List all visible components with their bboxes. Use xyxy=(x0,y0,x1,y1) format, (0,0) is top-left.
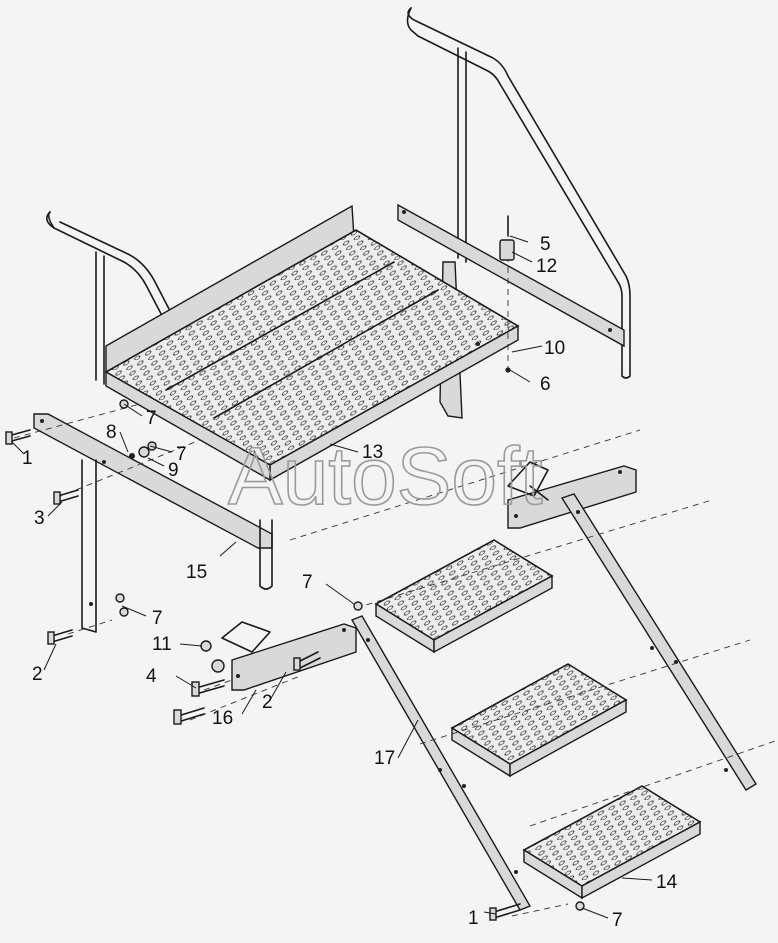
left-handrail xyxy=(46,211,241,447)
bracket-16 xyxy=(221,621,357,691)
step-top xyxy=(374,539,554,654)
callout-4: 4 xyxy=(146,666,157,687)
callout-17: 17 xyxy=(374,748,395,769)
step-14 xyxy=(522,785,702,900)
platform-13 xyxy=(104,204,520,482)
callout-5: 5 xyxy=(540,234,551,255)
assembly-lines xyxy=(13,256,778,917)
callout-6: 6 xyxy=(540,374,551,395)
callout-9: 9 xyxy=(168,460,179,481)
callout-13: 13 xyxy=(362,442,383,463)
callout-1: 1 xyxy=(22,448,33,469)
step-middle xyxy=(450,663,628,778)
callout-8: 8 xyxy=(106,422,117,443)
callout-3: 3 xyxy=(34,508,45,529)
callout-12: 12 xyxy=(536,256,557,277)
callout-10: 10 xyxy=(544,338,565,359)
callout-7a: 7 xyxy=(146,408,157,429)
callout-2b: 2 xyxy=(262,692,273,713)
callout-1b: 1 xyxy=(468,908,479,929)
callout-7e: 7 xyxy=(612,910,623,931)
watermark-text: AutoSoft xyxy=(228,431,543,522)
callout-16: 16 xyxy=(212,708,233,729)
callout-labels: 1 3 2 2 4 5 6 7 7 7 7 7 8 9 10 11 12 13 … xyxy=(22,234,678,931)
callout-15: 15 xyxy=(186,562,207,583)
callout-7d: 7 xyxy=(302,572,313,593)
callout-14: 14 xyxy=(656,872,678,893)
stringer-17 xyxy=(350,493,757,911)
callout-2: 2 xyxy=(32,664,43,685)
frame-15 xyxy=(33,413,273,633)
callout-7b: 7 xyxy=(176,444,187,465)
callout-7c: 7 xyxy=(152,608,163,629)
callout-11: 11 xyxy=(152,634,172,655)
leader-lines xyxy=(11,235,653,919)
